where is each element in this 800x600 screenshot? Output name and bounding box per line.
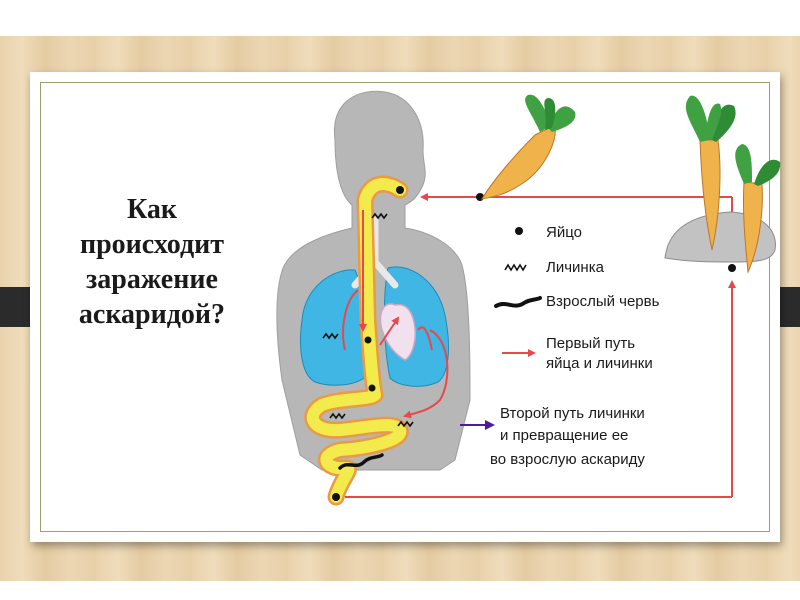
egg-dot-icon	[515, 227, 523, 235]
legend-second-path-label: Второй путь личинки и превращение ее во …	[490, 405, 649, 468]
legend-egg-label: Яйцо	[546, 224, 582, 241]
legend-first-path-label: Первый путь яйца и личинки	[546, 335, 653, 372]
first-path-arrows	[342, 193, 736, 498]
title-line: аскаридой?	[78, 299, 226, 330]
egg-dot-icon	[332, 493, 340, 501]
carrot-icon	[735, 144, 781, 274]
heart	[379, 303, 417, 361]
larva-squiggle-icon	[397, 420, 414, 428]
title-line: происходит	[79, 229, 225, 260]
egg-dot-icon	[728, 264, 736, 272]
slide-frame	[40, 82, 770, 532]
egg-dot-icon	[368, 384, 376, 392]
title-line: заражение	[86, 264, 218, 295]
slide-title: Как происходит заражение аскаридой?	[52, 192, 252, 332]
adult-worm-icon	[338, 453, 384, 470]
larva-squiggle-icon	[329, 412, 346, 420]
adult-worm-icon	[494, 296, 542, 308]
legend: Яйцо Личинка Взрослый червь Первый путь …	[460, 224, 660, 468]
title-line: Как	[126, 194, 178, 225]
egg-dot-icon	[396, 186, 404, 194]
legend-adult-worm-label: Взрослый червь	[546, 293, 660, 310]
carrot-icon	[481, 94, 576, 200]
legend-larva-label: Личинка	[546, 259, 605, 276]
larva-squiggle-icon	[322, 332, 339, 340]
larva-squiggle-icon	[371, 212, 388, 220]
egg-dot-icon	[364, 336, 372, 344]
carrot-icon	[685, 95, 736, 251]
larva-squiggles	[322, 212, 414, 428]
larva-squiggle-icon	[504, 263, 527, 272]
